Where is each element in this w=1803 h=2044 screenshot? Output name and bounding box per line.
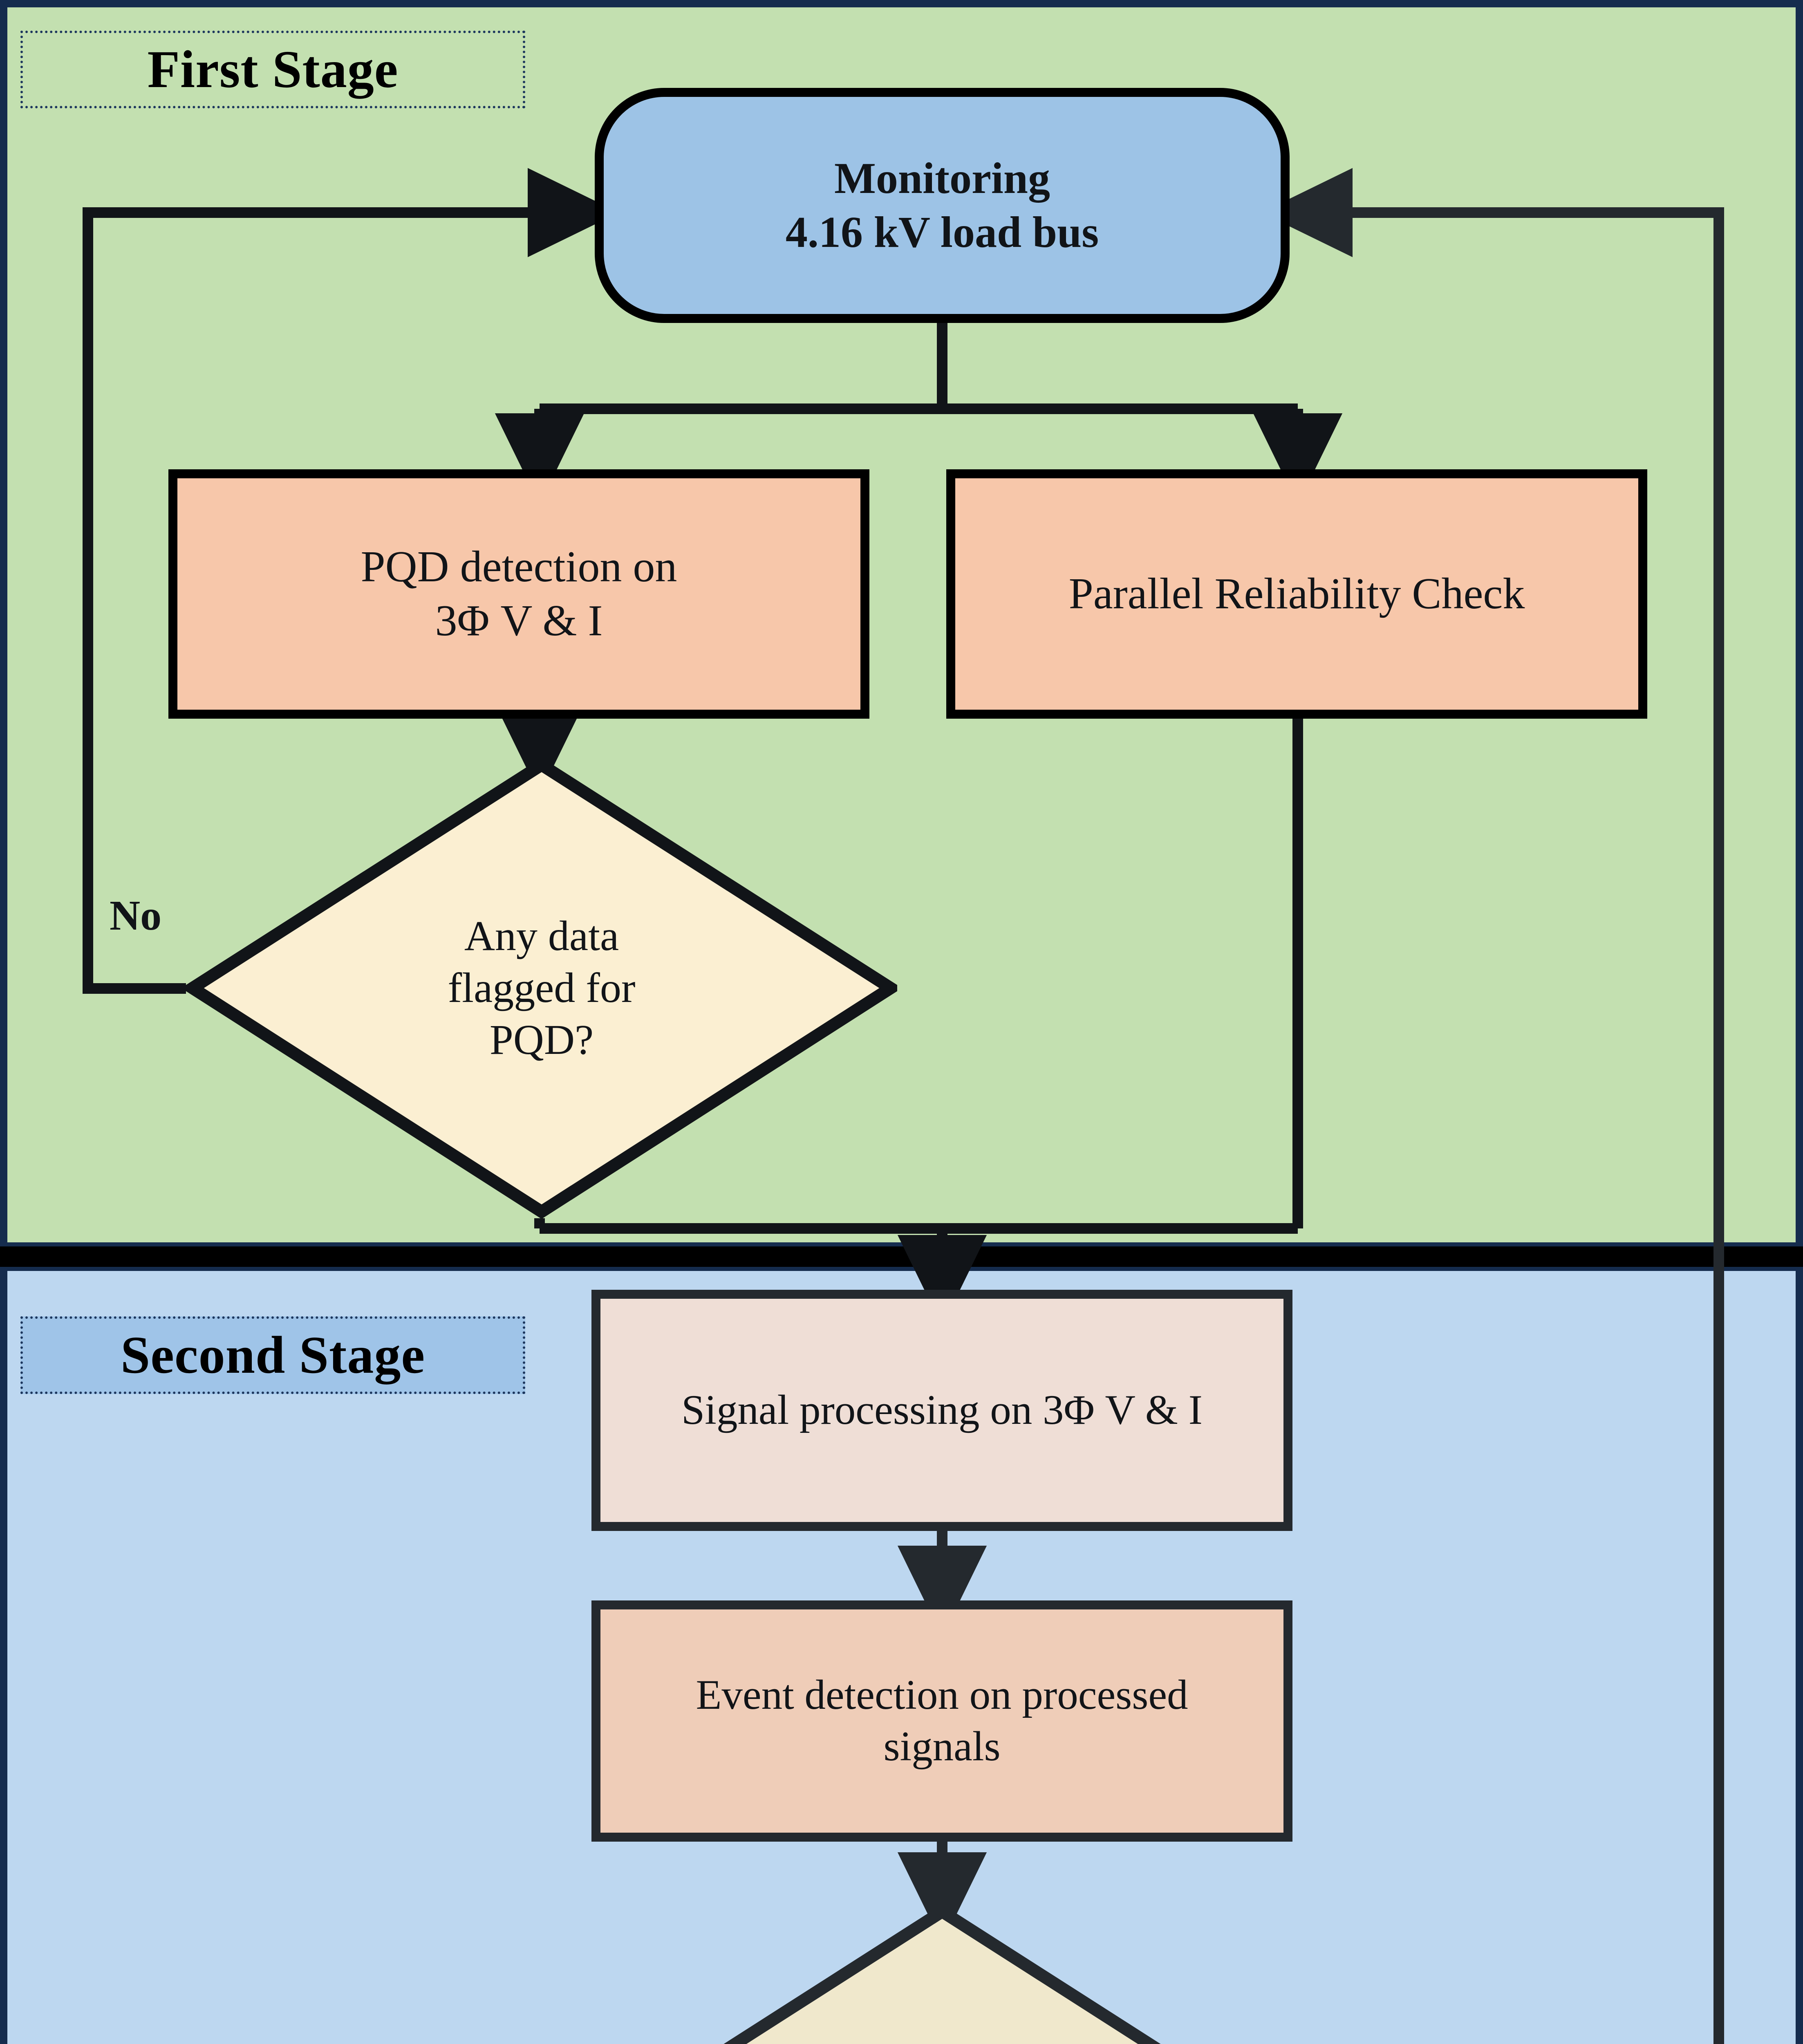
diamond-shape-event bbox=[723, 1905, 1161, 2044]
stage-title-first-label: First Stage bbox=[147, 40, 399, 99]
node-event-detection-label: Event detection on processed signals bbox=[696, 1672, 1188, 1770]
node-monitoring[interactable]: Monitoring 4.16 kV load bus bbox=[595, 88, 1290, 323]
node-event-detection[interactable]: Event detection on processed signals bbox=[591, 1600, 1292, 1842]
stage-title-second-label: Second Stage bbox=[120, 1326, 426, 1385]
node-pqd-detection-label: PQD detection on 3Φ V & I bbox=[361, 542, 677, 645]
node-pqd-detection[interactable]: PQD detection on 3Φ V & I bbox=[168, 469, 869, 719]
node-signal-processing[interactable]: Signal processing on 3Φ V & I bbox=[591, 1290, 1292, 1531]
node-parallel-reliability-check-label: Parallel Reliability Check bbox=[1068, 569, 1525, 619]
stage-divider bbox=[0, 1242, 1803, 1271]
stage-title-first: First Stage bbox=[20, 31, 525, 108]
node-monitoring-label: Monitoring 4.16 kV load bus bbox=[785, 154, 1099, 257]
node-signal-processing-label: Signal processing on 3Φ V & I bbox=[681, 1387, 1203, 1434]
node-any-data-flagged[interactable]: Any data flagged for PQD? bbox=[186, 758, 897, 1218]
node-event-detected[interactable]: Event detected? bbox=[587, 1905, 1298, 2044]
stage-title-second: Second Stage bbox=[20, 1316, 525, 1394]
diamond-shape-pqd bbox=[186, 758, 897, 1218]
node-parallel-reliability-check[interactable]: Parallel Reliability Check bbox=[946, 469, 1647, 719]
edge-label-no-pqd: No bbox=[110, 892, 162, 939]
